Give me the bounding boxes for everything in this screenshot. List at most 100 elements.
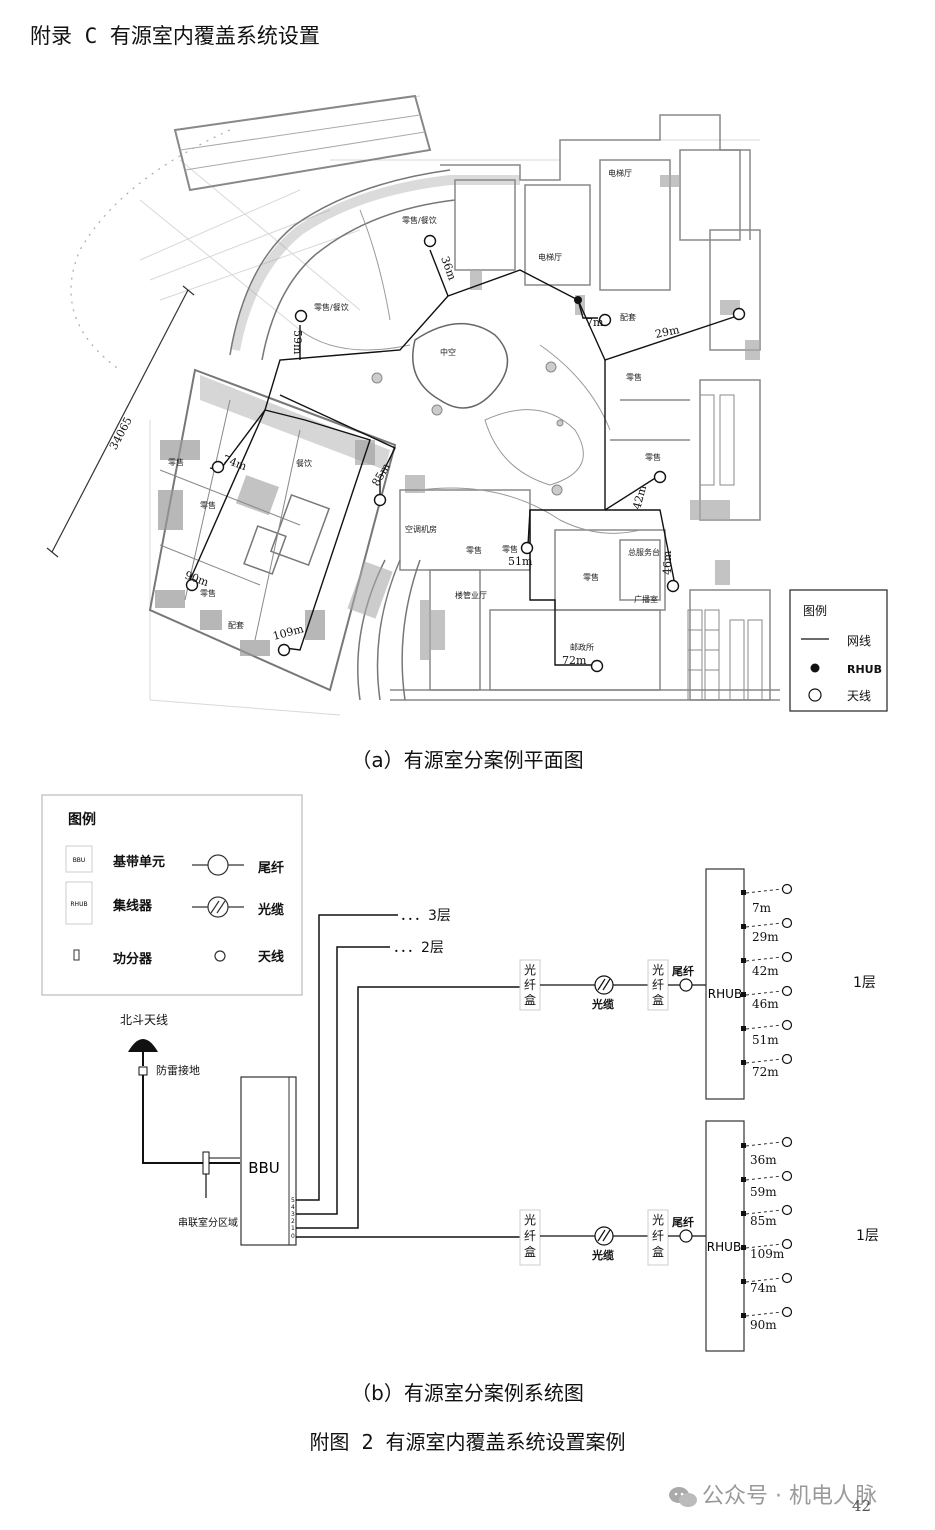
room-label: 总服务台: [628, 547, 660, 557]
legend-cable-symbol: [207, 896, 229, 918]
plan-room-labels: 零售/餐饮 零售/餐饮 电梯厅 电梯厅 配套 中空 零售 零售 零售 零售 餐饮…: [168, 168, 661, 652]
splitter-icon: [202, 1151, 210, 1175]
room-label: 广播室: [634, 594, 658, 604]
pigtail-label: 尾纤: [671, 1215, 694, 1229]
beidou-antenna-group: 北斗天线 防雷接地 串联室分区域: [120, 1013, 240, 1229]
plan-corridor: [230, 175, 520, 351]
appendix-heading: 附录 C 有源室内覆盖系统设置: [30, 24, 320, 48]
legend-antenna-symbol: [214, 950, 226, 962]
room-label: 电梯厅: [538, 252, 562, 262]
upper-dist: 46m: [752, 997, 779, 1011]
antenna-90m: [185, 578, 199, 592]
room-label: 中空: [440, 347, 456, 357]
legend-rhub-tag: RHUB: [70, 901, 87, 908]
lower-dist: 109m: [750, 1247, 785, 1261]
plan-legend-title: 图例: [803, 604, 827, 618]
fiber-box-char: 光: [524, 963, 536, 977]
upper-floor-label: 1层: [853, 975, 876, 991]
system-legend: 图例 BBU 基带单元 RHUB 集线器 功分器 尾纤 光缆 天线: [41, 794, 303, 996]
fiber-cable-icon: [594, 1226, 614, 1246]
antenna-7m: [598, 313, 612, 327]
fiber-box-lower-left: [519, 1209, 541, 1266]
plan-dist-7m: 7m: [586, 316, 604, 329]
plan-dist-59m: 59m: [291, 330, 304, 355]
antenna-29m: [732, 307, 746, 321]
antenna-36m: [423, 234, 437, 248]
pigtail-icon: [679, 1229, 693, 1243]
antenna-74m: [211, 460, 225, 474]
room-label: 零售: [466, 545, 482, 555]
antenna-icon: [781, 1272, 793, 1284]
antenna-icon: [781, 1136, 793, 1148]
legend-hub: 集线器: [112, 898, 153, 914]
room-label: 配套: [620, 312, 636, 322]
fiber-box-char: 光: [524, 1213, 536, 1227]
legend-cable: 光缆: [257, 902, 284, 918]
fiber-box-char: 盒: [524, 1244, 536, 1259]
antenna-109m: [277, 643, 291, 657]
fiber-box-char: 盒: [652, 992, 664, 1007]
room-label: 零售: [168, 457, 184, 467]
antenna-icon: [781, 1053, 793, 1065]
lightning-label: 防雷接地: [156, 1063, 200, 1077]
plan-dimension-label: 34065: [107, 415, 135, 452]
room-label: 零售: [583, 572, 599, 582]
rhub-upper: [705, 868, 745, 1100]
legend-antenna: 天线: [258, 949, 284, 965]
bbu-unit: BBU 5 4 3 2 1 0: [240, 1076, 297, 1246]
antenna-icon: [781, 917, 793, 929]
bbu-fiber-lines: [296, 914, 520, 1238]
bbu-port: 2: [291, 1218, 295, 1225]
bbu-label: BBU: [248, 1159, 280, 1177]
room-label: 配套: [228, 620, 244, 630]
legend-rhub-symbol: [65, 881, 93, 925]
plan-dist-51m: 51m: [508, 555, 533, 568]
watermark: 公众号 · 机电人脉: [668, 1478, 877, 1510]
plan-dotted-arc: [70, 129, 231, 371]
fiber-box-char: 纤: [652, 978, 664, 992]
antenna-icon: [781, 1170, 793, 1182]
plan-right-building: [390, 114, 780, 701]
room-label: 电梯厅: [608, 168, 632, 178]
antenna-59m: [294, 309, 308, 323]
fiber-box-char: 纤: [524, 978, 536, 992]
antenna-72m: [590, 659, 604, 673]
upper-antenna-feeds: [745, 888, 783, 1064]
lower-dist: 90m: [750, 1318, 777, 1332]
floor3-label: ．．．3层: [400, 908, 451, 924]
legend-pigtail-symbol: [207, 854, 229, 876]
bbu-port: 3: [291, 1211, 295, 1218]
cable-label: 光缆: [591, 997, 614, 1011]
legend-pigtail: 尾纤: [258, 860, 284, 876]
legend-rhub-symbol: [810, 663, 820, 673]
antenna-icon: [781, 1306, 793, 1318]
fiber-box-char: 光: [652, 1213, 664, 1227]
fiber-box-char: 盒: [524, 992, 536, 1007]
room-label: 邮政所: [570, 642, 594, 652]
upper-ports: [741, 890, 746, 1065]
plan-legend-network: 网线: [847, 634, 871, 648]
rhub-lower: [705, 1120, 745, 1352]
antenna-icon: [781, 951, 793, 963]
figure-title: 附图 2 有源室内覆盖系统设置案例: [309, 1430, 626, 1454]
beidou-antenna-icon: [128, 1039, 158, 1052]
plan-atrium: [412, 323, 509, 409]
pigtail-icon: [679, 978, 693, 992]
plan-legend-rhub: RHUB: [847, 663, 882, 676]
room-label: 零售: [645, 452, 661, 462]
legend-antenna-symbol: [808, 688, 822, 702]
floor2-label: ．．．2层: [393, 940, 444, 956]
upper-chain: 光 纤 盒 光缆 光 纤 盒 尾纤 RHUB: [519, 868, 876, 1100]
room-label: 餐饮: [296, 458, 312, 468]
bbu-port: 1: [291, 1225, 295, 1232]
legend-baseband: 基带单元: [112, 854, 165, 870]
upper-dist: 7m: [752, 901, 772, 915]
room-label: 楼管业厅: [455, 590, 487, 600]
antenna-icon: [781, 883, 793, 895]
upper-dist: 42m: [752, 964, 779, 978]
watermark-text: 公众号 · 机电人脉: [702, 1484, 877, 1509]
legend-splitter-symbol: [73, 949, 80, 961]
room-label: 零售/餐饮: [314, 302, 349, 312]
room-label: 零售: [200, 588, 216, 598]
fiber-box-char: 盒: [652, 1244, 664, 1259]
